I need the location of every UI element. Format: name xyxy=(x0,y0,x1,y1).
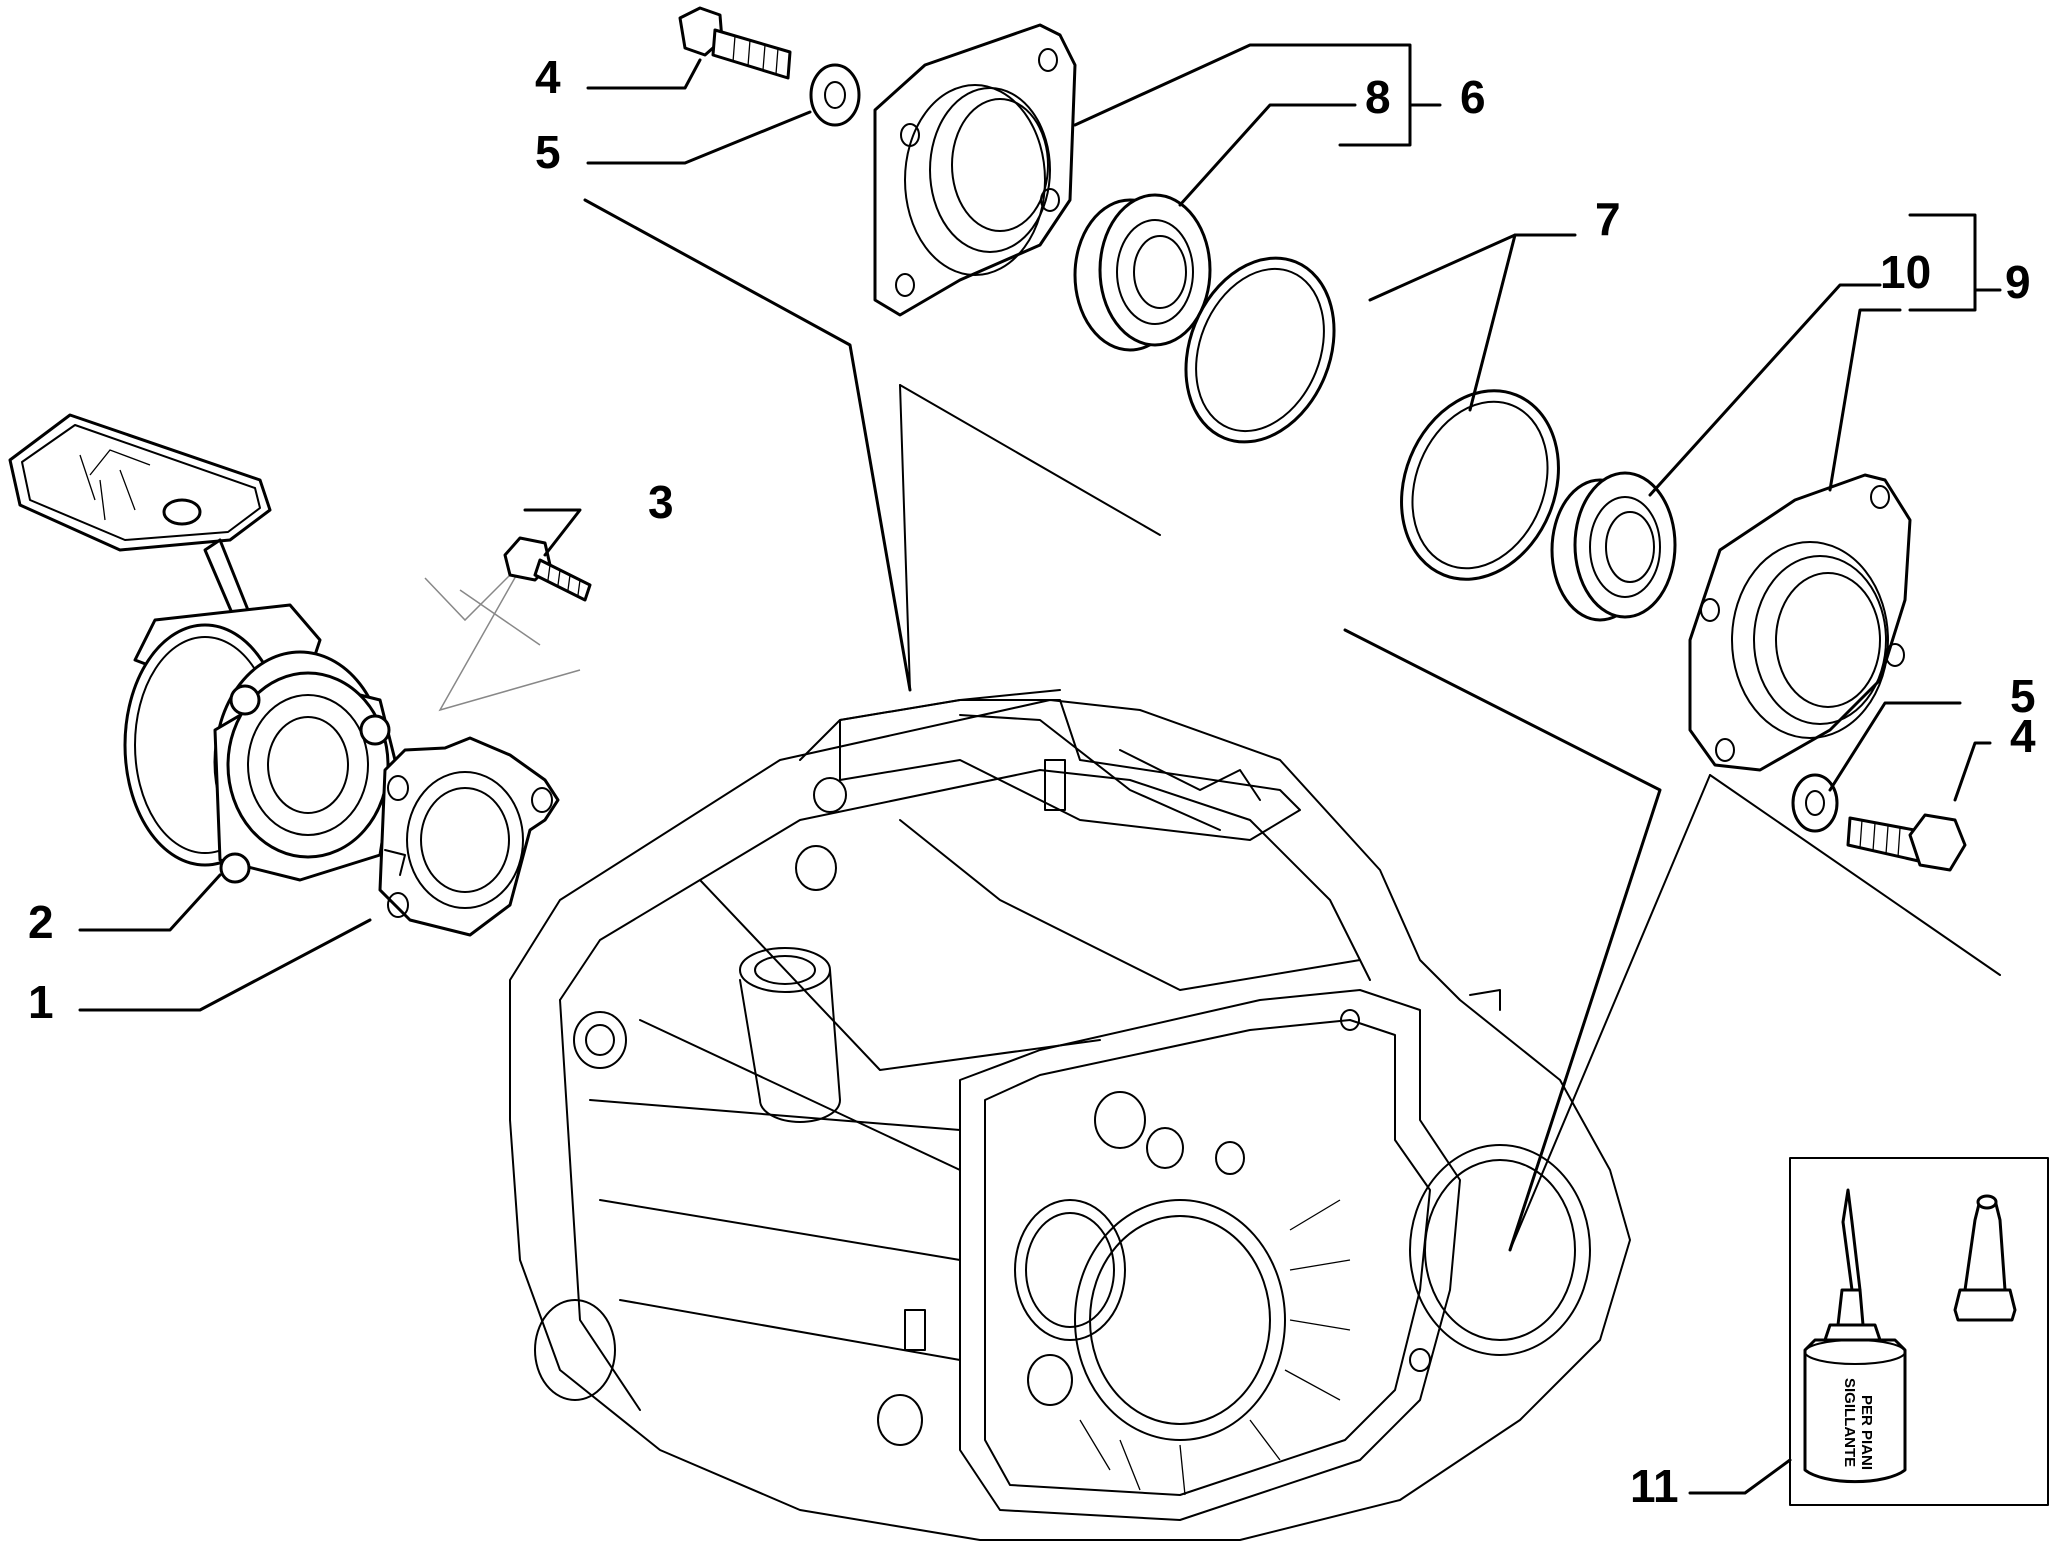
callout-3: 3 xyxy=(648,476,674,528)
part-11-sealant-inset: SIGILLANTE PER PIANI xyxy=(1789,1157,2049,1506)
assembly-leader-lines xyxy=(424,198,2001,1252)
part-4-bolt-top xyxy=(678,6,792,80)
part-2-clutch-release-bearing-cylinder xyxy=(8,413,397,884)
part-5-washer-right xyxy=(1791,773,1839,833)
callout-2: 2 xyxy=(28,896,54,948)
callout-10: 10 xyxy=(1880,246,1931,298)
callout-5-top: 5 xyxy=(535,126,561,178)
callout-11: 11 xyxy=(1630,1460,1679,1512)
callout-9: 9 xyxy=(2005,256,2031,308)
part-1-flange xyxy=(378,736,560,937)
part-8-seal xyxy=(1073,193,1212,352)
callout-leader-lines xyxy=(78,43,2002,1495)
part-6-flanged-cover xyxy=(873,23,1077,317)
callout-1: 1 xyxy=(28,976,54,1028)
part-7-o-ring-top xyxy=(1184,256,1336,444)
part-4-bolt-right xyxy=(1846,813,1967,872)
callout-4-top: 4 xyxy=(535,51,561,103)
callout-6: 6 xyxy=(1460,71,1486,123)
sealant-label-line2: PER PIANI xyxy=(1858,1395,1875,1470)
gearbox-housing xyxy=(509,689,1631,1541)
callout-numbers: 4 5 8 6 7 10 9 3 5 4 2 1 11 xyxy=(28,51,2036,1512)
callout-8: 8 xyxy=(1365,71,1391,123)
part-3-bolt xyxy=(503,536,592,602)
part-5-washer-top xyxy=(809,63,861,127)
part-9-flanged-cover xyxy=(1688,473,1912,772)
sealant-label-line1: SIGILLANTE xyxy=(1841,1378,1858,1467)
callout-7: 7 xyxy=(1595,193,1621,245)
part-7-o-ring-bottom xyxy=(1400,389,1560,581)
part-10-seal xyxy=(1550,471,1677,622)
callout-4-right: 4 xyxy=(2010,710,2036,762)
callout-5-right: 5 xyxy=(2010,670,2036,722)
